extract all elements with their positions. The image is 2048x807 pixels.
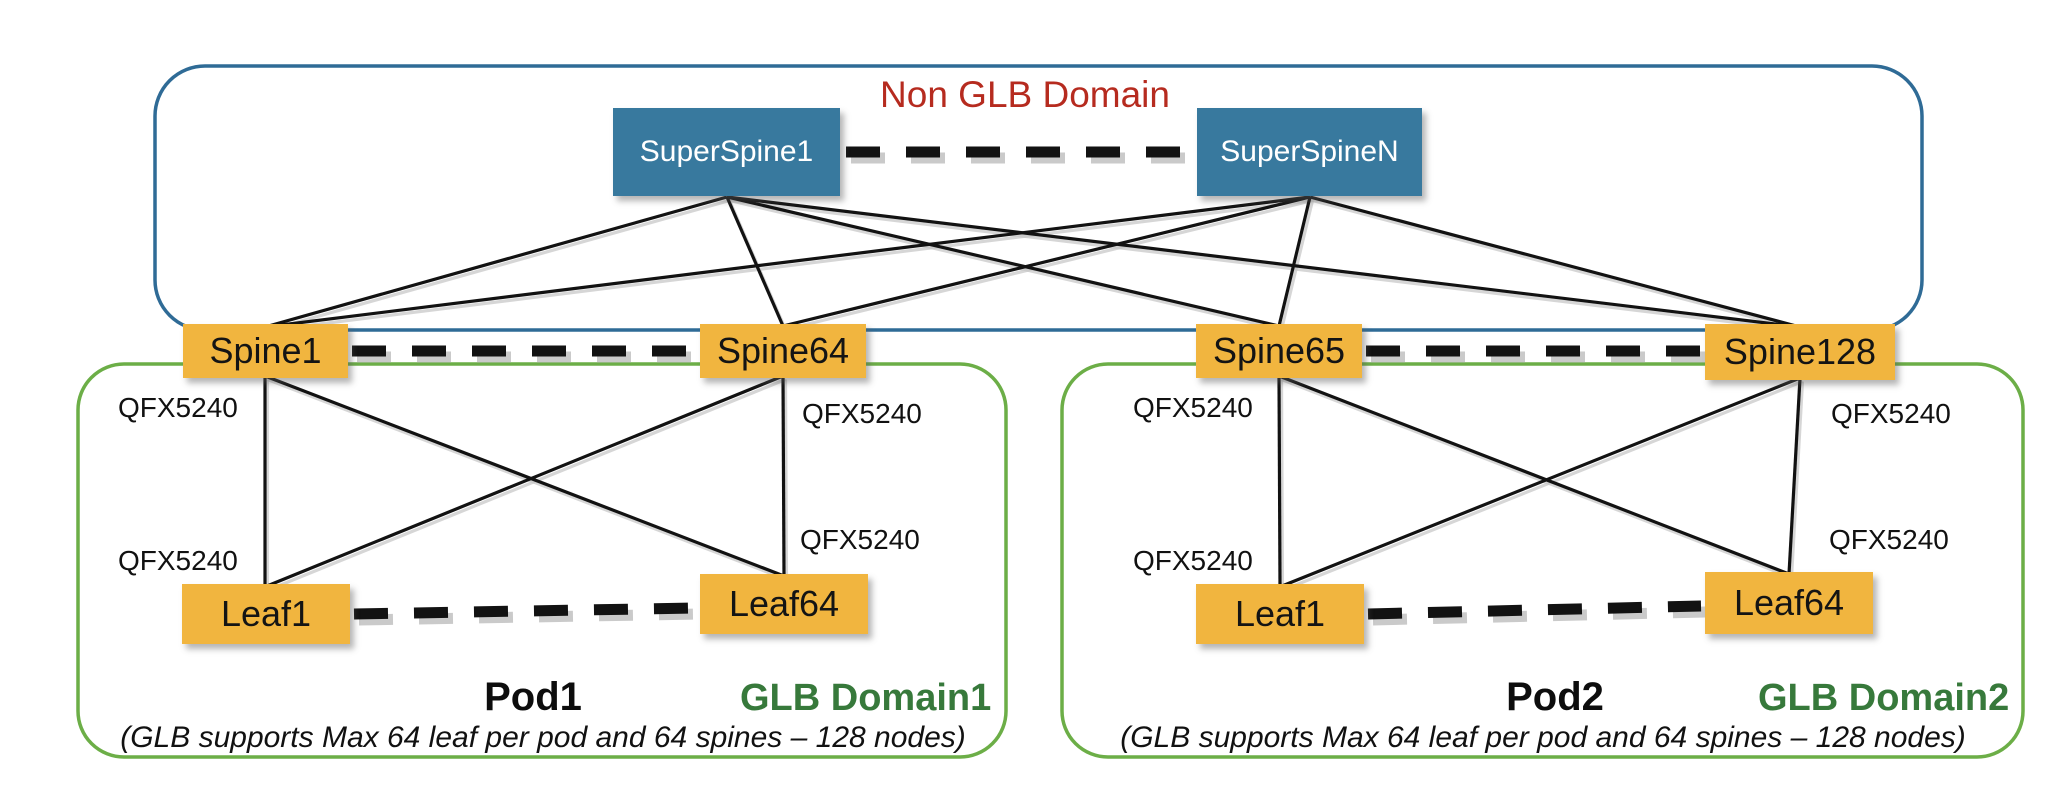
link-line (264, 195, 728, 329)
node-pod1-leaf64: Leaf64 (700, 574, 868, 634)
dashed-link (1367, 600, 1702, 620)
pod1-spine64-device-label: QFX5240 (802, 398, 922, 429)
link-line (1277, 375, 1282, 587)
node-label: Spine128 (1723, 331, 1877, 372)
node-superspine1: SuperSpine1 (613, 108, 840, 196)
pod1-leaf1-device-label: QFX5240 (118, 545, 238, 576)
link-line (1309, 195, 1801, 329)
link-line-shadow (267, 198, 1313, 333)
link-line-shadow (1789, 381, 1805, 578)
non-glb-domain-border (153, 64, 1924, 332)
pod1-spine1-device-label: QFX5240 (118, 392, 238, 423)
link-line-shadow (729, 198, 1282, 332)
link-line-shadow (1283, 380, 1804, 591)
node-label: Spine64 (716, 330, 850, 371)
link-line (782, 195, 1311, 328)
link-line (726, 195, 1280, 328)
link-line (726, 195, 1801, 329)
node-pod1-leaf1: Leaf1 (182, 584, 350, 644)
node-label: Leaf64 (1733, 582, 1845, 623)
dashed-link (353, 602, 697, 620)
node-pod2-leaf1: Leaf1 (1196, 584, 1364, 644)
node-label: Leaf1 (1234, 593, 1326, 634)
pod2-name: Pod2 (1506, 675, 1604, 719)
link-line (781, 375, 786, 577)
node-spine65: Spine65 (1196, 324, 1362, 378)
link-line (1281, 376, 1801, 588)
dashed-link-shadow (358, 608, 702, 626)
link-line-shadow (1279, 379, 1285, 590)
link-line (1787, 377, 1802, 575)
link-line-shadow (1280, 378, 1793, 579)
node-label: Leaf64 (728, 583, 840, 624)
pod1-name: Pod1 (484, 675, 582, 719)
node-label: SuperSpineN (1220, 135, 1399, 168)
node-label: Spine1 (209, 330, 322, 371)
link-line (264, 195, 1311, 329)
node-spine64: Spine64 (700, 324, 866, 378)
pod2-spine128-device-label: QFX5240 (1831, 398, 1951, 429)
node-label: Leaf1 (220, 593, 312, 634)
link-line (264, 374, 785, 578)
node-spine1: Spine1 (183, 324, 348, 378)
link-line (1277, 196, 1312, 327)
node-label: SuperSpine1 (639, 135, 814, 168)
non-glb-domain-title: Non GLB Domain (880, 74, 1170, 115)
link-line-shadow (785, 198, 1313, 332)
dashed-link-shadow (1372, 606, 1707, 626)
node-label: Spine65 (1212, 330, 1346, 371)
link-line-shadow (1312, 198, 1803, 333)
pod1-leaf64-device-label: QFX5240 (800, 524, 920, 555)
pod1-glb-domain-label: GLB Domain1 (740, 677, 992, 719)
link-line-shadow (268, 378, 787, 591)
pod1-border (76, 362, 1008, 759)
pod2-caption: (GLB supports Max 64 leaf per pod and 64… (1120, 721, 1966, 754)
node-pod2-leaf64: Leaf64 (1705, 572, 1873, 634)
pod2-spine65-device-label: QFX5240 (1133, 392, 1253, 423)
pod2-leaf1-device-label: QFX5240 (1133, 545, 1253, 576)
link-line-shadow (783, 379, 789, 580)
node-spine128: Spine128 (1705, 324, 1895, 380)
pod2-leaf64-device-label: QFX5240 (1829, 524, 1949, 555)
link-line (1278, 374, 1790, 576)
pod2-glb-domain-label: GLB Domain2 (1758, 677, 2010, 719)
node-superspinen: SuperSpineN (1197, 108, 1422, 196)
pod2-border (1060, 362, 2025, 759)
link-line-shadow (729, 198, 1803, 333)
link-line (725, 196, 785, 327)
link-line (266, 374, 784, 588)
link-line-shadow (267, 198, 730, 333)
pod1-caption: (GLB supports Max 64 leaf per pod and 64… (120, 721, 966, 754)
